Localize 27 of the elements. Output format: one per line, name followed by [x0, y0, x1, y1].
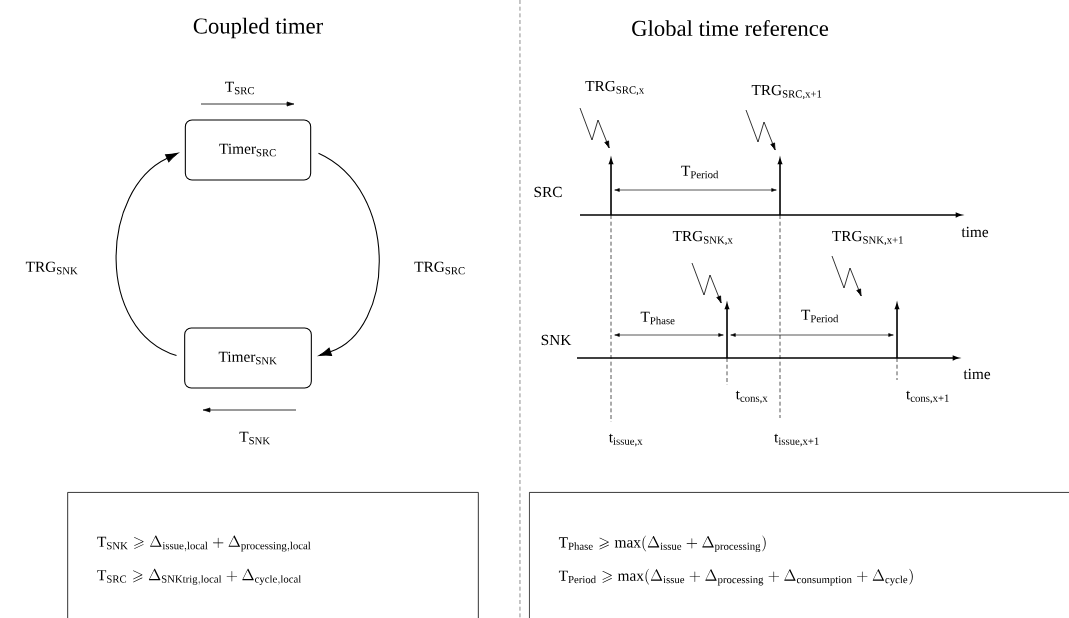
edge-label: TRG$_{SNK}$ [25, 261, 78, 275]
trigger-label: TRG$_{SRC,x+1}$ [751, 84, 822, 100]
time-label: t$_{cons,x+1}$ [906, 390, 949, 404]
trigger-label: TRG$_{SRC,x}$ [585, 80, 645, 96]
symbol-label: T$_{SNK}$ [239, 431, 270, 445]
time-label: t$_{issue,x+1}$ [774, 433, 819, 447]
axis-label: SRC [534, 186, 562, 198]
symbol-label: T$_{SRC}$ [225, 81, 254, 95]
symbol-label: T$_{Phase}$ [640, 311, 675, 325]
timer-box: Timer$_{SNK}$ [184, 327, 312, 389]
formula-box: $\mathrm{T}_{\mathrm{Phase}} \geqslant \mathrm{max}(\Delta_{\mathrm{issue}} + \Delta_{\mathrm{processing}})$ $\mathrm{T}_{\mathrm{Period}} \geqslant \mathrm{max}(\Delta_{\mathrm{issue}} + \Delta_{\mathrm{processing}} + \Delta_{\mathrm{consumption}} + \Delta_{\mathrm{cycle}})$ [528, 492, 1069, 618]
time-label: t$_{issue,x}$ [608, 433, 643, 447]
trigger-label: TRG$_{SNK,x+1}$ [832, 230, 903, 246]
axis-label: time [961, 226, 989, 238]
timer-box: Timer$_{SRC}$ [184, 119, 312, 181]
edge-label: TRG$_{SRC}$ [414, 261, 465, 275]
heading: Global time reference [632, 19, 829, 37]
arrow [317, 152, 380, 356]
axis-label: SNK [541, 334, 572, 346]
time-label: t$_{cons,x}$ [735, 390, 768, 404]
symbol-label: T$_{Period}$ [681, 165, 719, 179]
arrow [115, 152, 179, 357]
trigger-label: TRG$_{SNK,x}$ [672, 230, 733, 246]
heading: Coupled timer [193, 17, 323, 39]
symbol-label: T$_{Period}$ [801, 309, 839, 323]
formula-box: $\mathrm{T}_{\mathrm{SNK}} \geqslant \Delta_{\mathrm{issue,local}} + \Delta_{\mathrm{processing,local}}$ $\mathrm{T}_{\mathrm{SRC}} \geqslant \Delta_{\mathrm{SNKtrig,local}} + \Delta_{\mathrm{cycle,local}}$ [67, 492, 479, 618]
axis-label: time [963, 368, 991, 380]
